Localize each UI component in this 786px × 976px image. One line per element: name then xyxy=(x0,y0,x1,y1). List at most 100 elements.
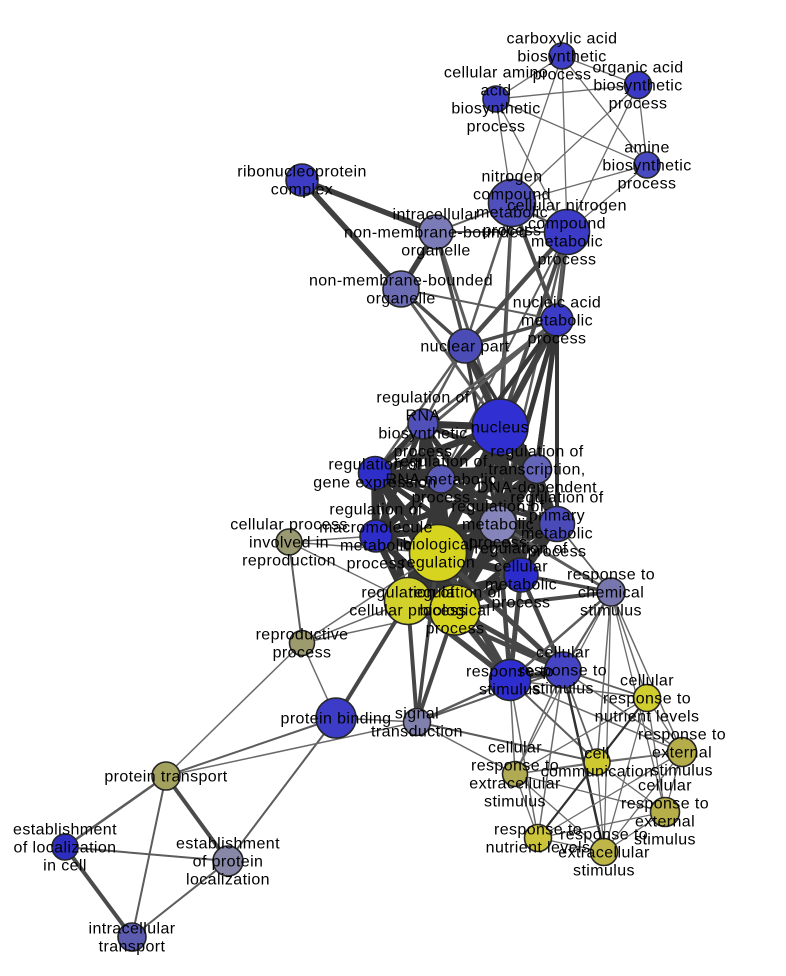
svg-text:biosynthetic: biosynthetic xyxy=(602,158,691,175)
svg-text:metabolic: metabolic xyxy=(531,234,603,251)
svg-text:stimulus: stimulus xyxy=(651,763,713,780)
svg-text:response to: response to xyxy=(466,664,554,681)
svg-text:regulation of: regulation of xyxy=(361,585,454,602)
svg-text:organelle: organelle xyxy=(366,291,435,308)
svg-text:response to: response to xyxy=(603,691,691,708)
svg-text:regulation of: regulation of xyxy=(474,541,567,558)
svg-text:intracellular: intracellular xyxy=(392,207,479,224)
svg-text:organic acid: organic acid xyxy=(592,60,683,77)
svg-text:response to: response to xyxy=(638,727,726,744)
svg-text:process: process xyxy=(528,544,587,561)
svg-text:of protein: of protein xyxy=(193,854,264,871)
svg-text:cellular: cellular xyxy=(620,673,674,690)
svg-text:nucleus: nucleus xyxy=(471,420,529,437)
svg-text:nutrient levels: nutrient levels xyxy=(595,709,700,726)
svg-text:cellular: cellular xyxy=(638,778,692,795)
svg-text:biological: biological xyxy=(403,537,474,554)
svg-text:process: process xyxy=(426,621,485,638)
svg-text:metabolic: metabolic xyxy=(462,517,534,534)
svg-text:response to: response to xyxy=(519,663,607,680)
svg-text:metabolic: metabolic xyxy=(521,313,593,330)
svg-text:ribonucleoprotein: ribonucleoprotein xyxy=(237,164,367,181)
svg-text:metabolic: metabolic xyxy=(476,205,548,222)
svg-text:transport: transport xyxy=(99,939,166,956)
svg-text:RNA: RNA xyxy=(406,408,441,425)
svg-text:process: process xyxy=(533,67,592,84)
svg-text:cellular: cellular xyxy=(536,645,590,662)
svg-text:cellular: cellular xyxy=(494,559,548,576)
svg-text:cellular amino: cellular amino xyxy=(444,65,548,82)
svg-text:DNA-dependent: DNA-dependent xyxy=(477,480,597,497)
svg-text:response to: response to xyxy=(471,758,559,775)
svg-text:biosynthetic: biosynthetic xyxy=(451,101,540,118)
svg-text:response to: response to xyxy=(621,796,709,813)
svg-text:regulation of: regulation of xyxy=(376,390,469,407)
svg-text:regulation of: regulation of xyxy=(328,457,421,474)
svg-text:regulation of: regulation of xyxy=(490,444,583,461)
svg-text:response to: response to xyxy=(560,827,648,844)
svg-text:nitrogen: nitrogen xyxy=(481,169,542,186)
svg-text:acid: acid xyxy=(481,83,512,100)
svg-text:process: process xyxy=(538,252,597,269)
svg-text:nutrient levels: nutrient levels xyxy=(486,840,591,857)
svg-text:compound: compound xyxy=(473,187,551,204)
svg-text:involved in: involved in xyxy=(249,535,329,552)
svg-text:non-membrane-bounded: non-membrane-bounded xyxy=(344,225,528,242)
svg-text:stimulus: stimulus xyxy=(634,832,696,849)
svg-text:extracellular: extracellular xyxy=(469,776,561,793)
svg-text:process: process xyxy=(609,96,668,113)
svg-text:biosynthetic: biosynthetic xyxy=(378,426,467,443)
svg-text:process: process xyxy=(469,535,528,552)
svg-text:communication: communication xyxy=(541,764,654,781)
svg-text:RNA metabolic: RNA metabolic xyxy=(385,472,496,489)
svg-text:process: process xyxy=(412,490,471,507)
svg-text:process: process xyxy=(618,176,677,193)
svg-text:regulation of: regulation of xyxy=(408,585,501,602)
svg-text:biosynthetic: biosynthetic xyxy=(593,78,682,95)
svg-text:nucleic acid: nucleic acid xyxy=(513,295,601,312)
svg-text:process: process xyxy=(273,645,332,662)
svg-text:primary: primary xyxy=(529,508,585,525)
svg-text:establishment: establishment xyxy=(176,836,280,853)
svg-text:regulation of: regulation of xyxy=(329,502,422,519)
svg-text:regulation of: regulation of xyxy=(451,499,544,516)
svg-text:non-membrane-bounded: non-membrane-bounded xyxy=(309,273,493,290)
svg-text:stimulus: stimulus xyxy=(532,681,594,698)
svg-text:process: process xyxy=(483,223,542,240)
svg-text:nuclear part: nuclear part xyxy=(420,339,509,356)
svg-text:metabolic: metabolic xyxy=(340,538,412,555)
svg-text:response to: response to xyxy=(494,822,582,839)
svg-text:process: process xyxy=(394,444,453,461)
svg-text:protein binding: protein binding xyxy=(281,711,392,728)
svg-text:carboxylic acid: carboxylic acid xyxy=(507,31,618,48)
svg-text:stimulus: stimulus xyxy=(484,794,546,811)
svg-text:extracellular: extracellular xyxy=(558,845,650,862)
svg-text:cellular nitrogen: cellular nitrogen xyxy=(507,198,627,215)
svg-text:establishment: establishment xyxy=(13,822,117,839)
svg-text:cellular: cellular xyxy=(488,740,542,757)
svg-text:of localization: of localization xyxy=(14,840,117,857)
svg-text:in cell: in cell xyxy=(43,858,87,875)
svg-text:reproduction: reproduction xyxy=(242,553,336,570)
svg-text:regulation of: regulation of xyxy=(394,454,487,471)
svg-text:process: process xyxy=(467,119,526,136)
svg-text:chemical: chemical xyxy=(578,585,644,602)
svg-text:gene expression: gene expression xyxy=(313,475,436,492)
svg-text:transduction: transduction xyxy=(371,724,463,741)
svg-text:protein transport: protein transport xyxy=(104,769,227,786)
svg-text:metabolic: metabolic xyxy=(485,577,557,594)
svg-text:response to: response to xyxy=(567,567,655,584)
svg-text:biosynthetic: biosynthetic xyxy=(517,49,606,66)
svg-text:regulation of: regulation of xyxy=(510,490,603,507)
svg-text:cellular process: cellular process xyxy=(349,603,467,620)
svg-text:transcription,: transcription, xyxy=(488,462,585,479)
svg-text:stimulus: stimulus xyxy=(573,863,635,880)
svg-text:compound: compound xyxy=(528,216,606,233)
svg-text:biological: biological xyxy=(420,603,491,620)
svg-text:intracellular: intracellular xyxy=(88,921,175,938)
svg-text:stimulus: stimulus xyxy=(580,603,642,620)
svg-text:process: process xyxy=(347,556,406,573)
svg-text:external: external xyxy=(652,745,712,762)
svg-text:signal: signal xyxy=(395,706,439,723)
svg-text:regulation: regulation xyxy=(401,555,475,572)
